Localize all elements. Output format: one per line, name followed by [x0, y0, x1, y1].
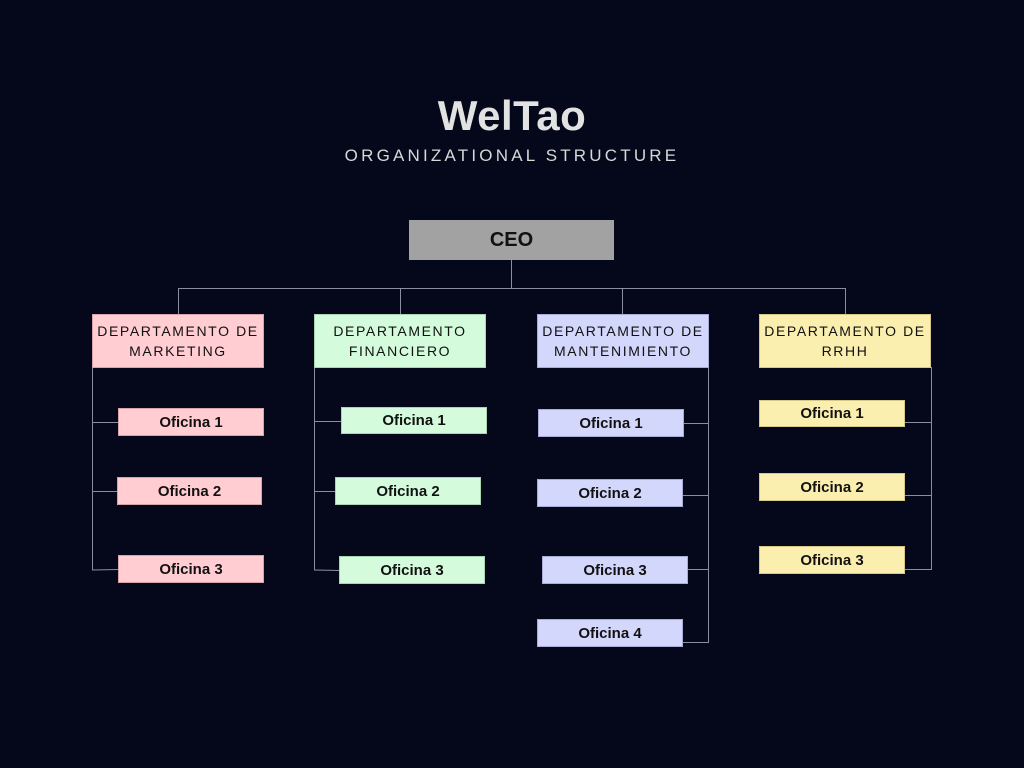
department-mantenimiento: DEPARTAMENTO DE MANTENIMIENTO — [537, 314, 709, 368]
company-title: WelTao — [437, 92, 587, 139]
connector-branch-marketing-3 — [91, 569, 120, 571]
connector-branch-financiero-3 — [313, 569, 341, 571]
office-marketing-1: Oficina 1 — [118, 408, 264, 436]
office-marketing-3: Oficina 3 — [118, 555, 264, 583]
office-financiero-2: Oficina 2 — [335, 477, 481, 505]
office-mantenimiento-2: Oficina 2 — [537, 479, 683, 507]
office-financiero-1: Oficina 1 — [341, 407, 487, 434]
office-financiero-3: Oficina 3 — [339, 556, 485, 584]
chart-subtitle: ORGANIZATIONAL STRUCTURE — [344, 146, 680, 165]
department-financiero: DEPARTAMENTO FINANCIERO — [314, 314, 486, 368]
office-mantenimiento-3: Oficina 3 — [542, 556, 688, 584]
office-rrhh-3: Oficina 3 — [759, 546, 905, 574]
office-mantenimiento-1: Oficina 1 — [538, 409, 684, 437]
office-rrhh-1: Oficina 1 — [759, 400, 905, 427]
office-mantenimiento-4: Oficina 4 — [537, 619, 683, 647]
office-marketing-2: Oficina 2 — [117, 477, 262, 505]
department-marketing: DEPARTAMENTO DE MARKETING — [92, 314, 264, 368]
department-rrhh: DEPARTAMENTO DE RRHH — [759, 314, 931, 368]
ceo-box: CEO — [409, 220, 614, 260]
office-rrhh-2: Oficina 2 — [759, 473, 905, 501]
